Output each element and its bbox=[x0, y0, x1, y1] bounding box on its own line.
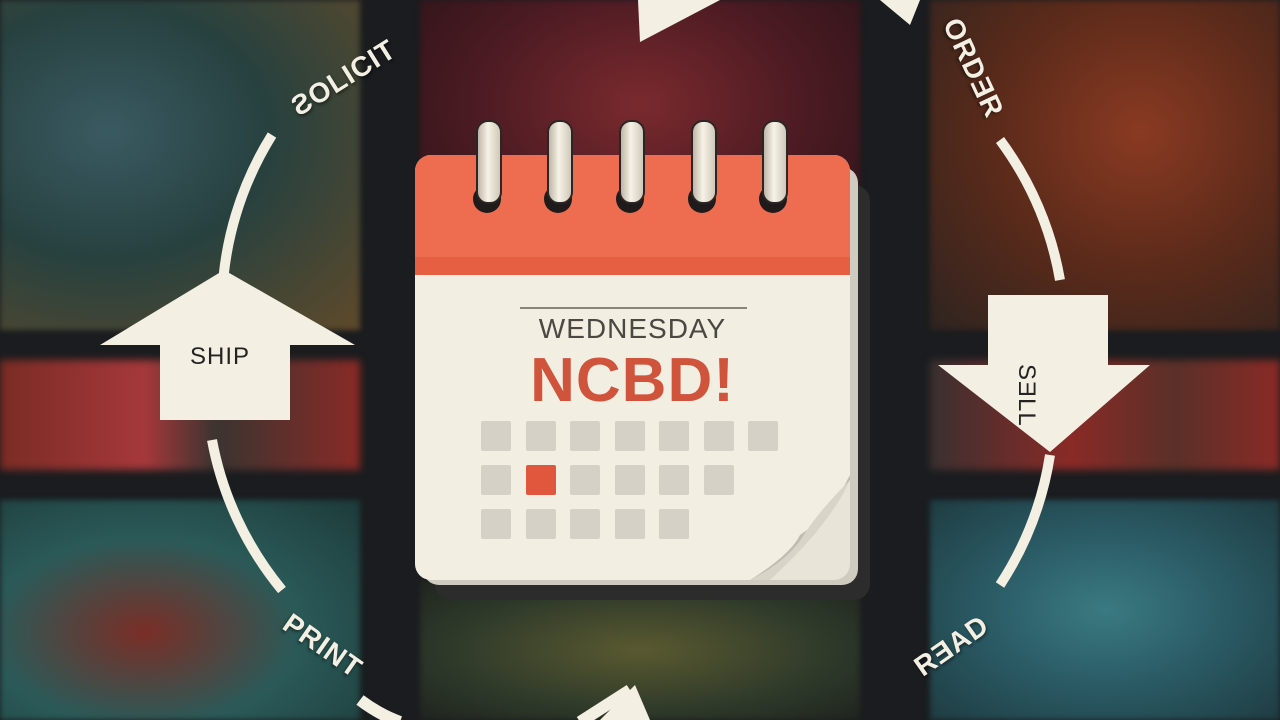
calendar-day bbox=[703, 421, 734, 451]
cycle-ring-arc-bottom-right bbox=[576, 684, 634, 720]
calendar-day bbox=[481, 421, 511, 451]
calendar-day bbox=[659, 509, 689, 539]
calendar-day bbox=[570, 465, 600, 495]
calendar-day-highlighted bbox=[525, 465, 556, 495]
calendar-day bbox=[659, 421, 689, 451]
down-arrow-sell bbox=[938, 295, 1150, 452]
page-curl bbox=[750, 475, 850, 580]
calendar-day bbox=[525, 509, 556, 539]
comic-cover-top-left bbox=[0, 0, 360, 330]
calendar-day bbox=[481, 509, 511, 539]
ncbd-headline: NCBD! bbox=[530, 346, 735, 415]
calendar-day bbox=[614, 509, 645, 539]
calendar-day bbox=[748, 421, 778, 451]
bottom-arrowhead bbox=[600, 685, 650, 720]
binding-ring bbox=[619, 120, 645, 204]
calendar-day bbox=[570, 421, 600, 451]
binding-ring bbox=[476, 120, 502, 204]
binding-ring bbox=[762, 120, 788, 204]
calendar-page: WEDNESDAY NCBD! bbox=[415, 155, 850, 580]
sell-label: SƎLL bbox=[1013, 364, 1040, 427]
up-arrow-ship bbox=[100, 270, 355, 420]
comic-cover-bottom-right bbox=[930, 500, 1280, 720]
cycle-ring-arc-upper-right bbox=[995, 137, 1065, 281]
calendar-day bbox=[614, 465, 645, 495]
comic-cover-bottom-left bbox=[0, 500, 360, 720]
top-arrowhead bbox=[638, 0, 720, 42]
weekday-label: WEDNESDAY bbox=[538, 313, 727, 344]
cycle-ring-arc-lower-right bbox=[995, 454, 1055, 588]
cycle-ring-arc-lower-left bbox=[207, 439, 286, 594]
cycle-ring-arc-bottom-left bbox=[356, 695, 403, 720]
binding-ring bbox=[547, 120, 573, 204]
binding-ring bbox=[691, 120, 717, 204]
calendar-day bbox=[614, 421, 645, 451]
calendar-day bbox=[703, 465, 734, 495]
calendar-day bbox=[659, 465, 689, 495]
ship-label: SHIP bbox=[190, 343, 251, 370]
calendar-day bbox=[525, 421, 556, 451]
calendar-day bbox=[481, 465, 511, 495]
calendar-header-band bbox=[415, 257, 850, 275]
top-right-arrowhead bbox=[880, 0, 920, 25]
calendar-day bbox=[570, 509, 600, 539]
calendar-rule bbox=[520, 307, 747, 309]
release-calendar: WEDNESDAY NCBD! bbox=[415, 120, 870, 600]
comic-cover-top-right bbox=[930, 0, 1280, 330]
